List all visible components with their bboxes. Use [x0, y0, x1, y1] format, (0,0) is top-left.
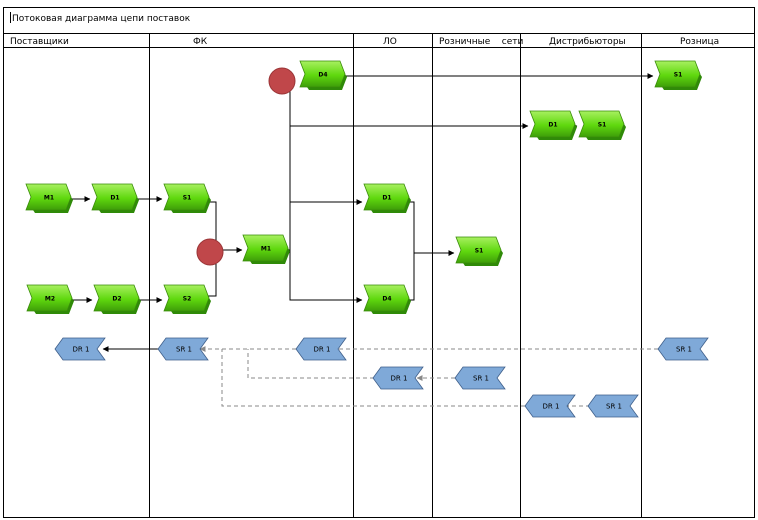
lane-header-retail-chains: Розничные сети: [439, 37, 523, 47]
blue-step-dr1-distributors[interactable]: DR 1: [524, 394, 576, 418]
blue-step-body: [54, 337, 106, 361]
green-step-shadow: [371, 197, 411, 213]
green-step-s1-distributors[interactable]: S1: [578, 110, 626, 140]
green-step-label: D1: [382, 195, 391, 202]
blue-step-body: [157, 337, 209, 361]
lane-header-suppliers: Поставщики: [10, 37, 69, 47]
lane-header-lo: ЛО: [383, 37, 397, 47]
green-step-body: [163, 284, 210, 312]
blue-step-dr1-fc-right[interactable]: DR 1: [295, 337, 347, 361]
blue-step-label: DR 1: [73, 346, 90, 354]
green-step-label: M2: [45, 296, 55, 303]
green-step-body: [363, 284, 410, 312]
blue-step-body: [587, 394, 639, 418]
blue-step-label: SR 1: [176, 346, 192, 354]
green-step-d1-lo[interactable]: D1: [363, 183, 411, 213]
green-process-shapes: M1 D1 S1 M2 D2 S2 M1 D4 S1 D1 S1 D1 D4 S…: [25, 60, 702, 314]
return-connectors: [199, 346, 658, 409]
blue-step-body: [657, 337, 709, 361]
green-step-label: S1: [674, 72, 683, 79]
green-step-shadow: [662, 74, 702, 90]
green-step-m1-supplier[interactable]: M1: [25, 183, 73, 213]
blue-step-label: SR 1: [473, 375, 489, 383]
green-step-label: S1: [598, 122, 607, 129]
green-step-label: D2: [112, 296, 121, 303]
green-step-label: D4: [318, 72, 327, 79]
green-step-shadow: [371, 298, 411, 314]
blue-step-sr1-distributors[interactable]: SR 1: [587, 394, 639, 418]
green-step-label: M1: [44, 195, 54, 202]
green-step-shadow: [537, 124, 577, 140]
green-step-s1-fc[interactable]: S1: [163, 183, 211, 213]
green-step-shadow: [307, 74, 347, 90]
blue-step-body: [454, 366, 506, 390]
green-step-s2-fc[interactable]: S2: [163, 284, 211, 314]
green-step-body: [654, 60, 701, 88]
green-step-label: S2: [183, 296, 192, 303]
blue-return-shapes: DR 1 SR 1 DR 1 SR 1 DR 1 SR 1 DR 1 SR 1: [54, 337, 709, 418]
green-step-d2-supplier[interactable]: D2: [93, 284, 141, 314]
lane-header-distributors: Дистрибьюторы: [549, 37, 626, 47]
green-step-body: [455, 236, 502, 264]
event-circle-fc: [196, 238, 224, 266]
blue-step-body: [372, 366, 424, 390]
green-step-d1-distributors[interactable]: D1: [529, 110, 577, 140]
blue-step-body: [524, 394, 576, 418]
green-step-s1-retail-chains[interactable]: S1: [455, 236, 503, 266]
green-step-label: M1: [261, 246, 271, 253]
green-step-d4-top[interactable]: D4: [299, 60, 347, 90]
green-step-body: [25, 183, 72, 211]
green-step-body: [91, 183, 138, 211]
green-step-label: D4: [382, 296, 391, 303]
green-step-body: [93, 284, 140, 312]
green-step-shadow: [463, 250, 503, 266]
green-step-label: D1: [548, 122, 557, 129]
blue-step-label: DR 1: [391, 375, 408, 383]
lane-header-fc: ФК: [193, 37, 208, 47]
green-step-m2-supplier[interactable]: M2: [26, 284, 74, 314]
green-step-shadow: [250, 248, 290, 264]
green-step-body: [26, 284, 73, 312]
green-step-body: [529, 110, 576, 138]
green-step-body: [363, 183, 410, 211]
blue-step-label: SR 1: [606, 403, 622, 411]
lane-separators: [149, 33, 642, 518]
diagram-frame: [3, 7, 755, 518]
green-step-body: [163, 183, 210, 211]
blue-step-sr1-fc[interactable]: SR 1: [157, 337, 209, 361]
blue-step-body: [295, 337, 347, 361]
green-step-shadow: [586, 124, 626, 140]
lane-header-retail: Розница: [680, 37, 719, 47]
green-step-body: [578, 110, 625, 138]
blue-step-label: DR 1: [314, 346, 331, 354]
green-step-shadow: [171, 197, 211, 213]
blue-step-dr1-suppliers[interactable]: DR 1: [54, 337, 106, 361]
green-step-body: [299, 60, 346, 88]
green-step-shadow: [99, 197, 139, 213]
event-circle-top: [268, 67, 296, 95]
green-step-label: D1: [110, 195, 119, 202]
blue-step-sr1-retail-chains[interactable]: SR 1: [454, 366, 506, 390]
diagram-title: Потоковая диаграмма цепи поставок: [12, 14, 191, 24]
blue-step-label: DR 1: [543, 403, 560, 411]
green-step-shadow: [171, 298, 211, 314]
green-step-label: S1: [183, 195, 192, 202]
blue-step-sr1-retail[interactable]: SR 1: [657, 337, 709, 361]
green-step-body: [242, 234, 289, 262]
green-step-s1-retail-top[interactable]: S1: [654, 60, 702, 90]
green-step-label: S1: [475, 248, 484, 255]
green-step-d4-lo[interactable]: D4: [363, 284, 411, 314]
green-step-shadow: [33, 197, 73, 213]
green-step-shadow: [101, 298, 141, 314]
green-step-shadow: [34, 298, 74, 314]
blue-step-label: SR 1: [676, 346, 692, 354]
green-step-m1-fc[interactable]: M1: [242, 234, 290, 264]
green-step-d1-supplier[interactable]: D1: [91, 183, 139, 213]
blue-step-dr1-lo[interactable]: DR 1: [372, 366, 424, 390]
